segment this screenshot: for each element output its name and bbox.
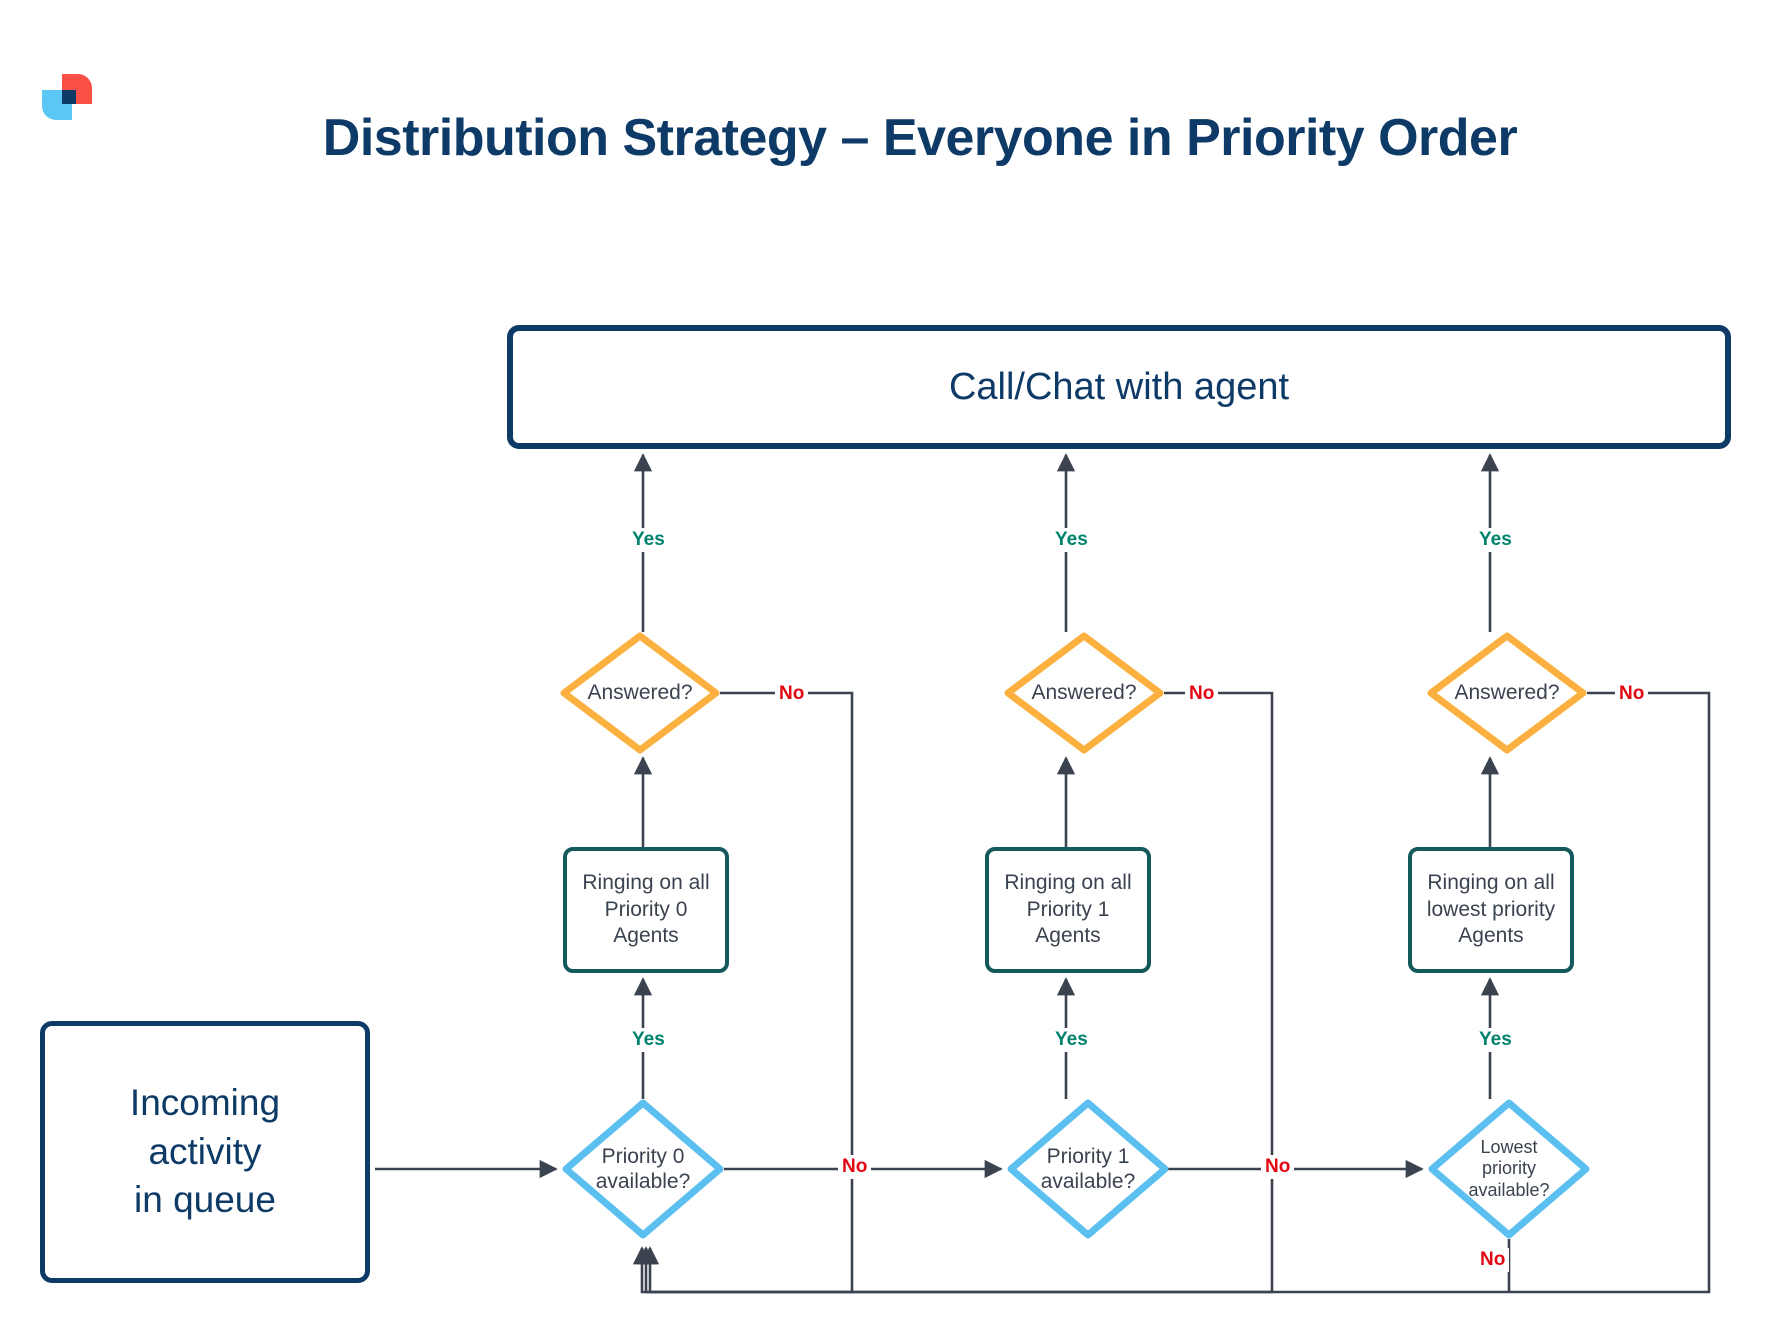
node-ringing-priority-1[interactable]: Ringing on all Priority 1 Agents [985,847,1151,973]
edge-label-answered-yes-1: Yes [1051,528,1092,552]
decision-label: Answered? [587,681,693,705]
decision-label: Priority 1 available? [1040,1144,1136,1193]
ringing-label: Ringing on all Priority 1 Agents [1004,870,1132,948]
decision-answered-priority-0[interactable]: Answered? [560,632,720,754]
node-incoming-activity-in-queue[interactable]: Incoming activity in queue [40,1021,370,1283]
node-ringing-priority-0[interactable]: Ringing on all Priority 0 Agents [563,847,729,973]
ringing-label: Ringing on all Priority 0 Agents [582,870,710,948]
decision-label: Priority 0 available? [595,1144,691,1193]
incoming-label: Incoming activity in queue [129,1081,281,1221]
logo-mark-icon [34,66,96,128]
edge-label-available-yes-0: Yes [628,1028,669,1052]
decision-priority-1-available[interactable]: Priority 1 available? [1007,1099,1169,1239]
decision-label: Answered? [1454,681,1560,705]
edge-label-available-yes-1: Yes [1051,1028,1092,1052]
decision-answered-priority-1[interactable]: Answered? [1004,632,1164,754]
node-ringing-lowest-priority[interactable]: Ringing on all lowest priority Agents [1408,847,1574,973]
edge-label-available-no-2: No [1476,1248,1510,1272]
decision-label: Lowest priority available? [1468,1136,1550,1200]
node-call-chat-with-agent[interactable]: Call/Chat with agent [507,325,1731,449]
decision-label: Answered? [1031,681,1137,705]
ringing-label: Ringing on all lowest priority Agents [1426,870,1556,948]
decision-answered-lowest-priority[interactable]: Answered? [1427,632,1587,754]
page-title: Distribution Strategy – Everyone in Prio… [322,109,1518,167]
edge-label-answered-no-0: No [775,682,809,706]
decision-lowest-priority-available[interactable]: Lowest priority available? [1428,1099,1590,1239]
edge-label-available-yes-2: Yes [1475,1028,1516,1052]
edge-label-answered-yes-2: Yes [1475,528,1516,552]
edge-label-available-no-1: No [1261,1155,1295,1179]
edge-label-answered-yes-0: Yes [628,528,669,552]
edge-label-answered-no-1: No [1185,682,1219,706]
edge-label-available-no-0: No [838,1155,872,1179]
decision-priority-0-available[interactable]: Priority 0 available? [562,1099,724,1239]
edge-label-answered-no-2: No [1615,682,1649,706]
